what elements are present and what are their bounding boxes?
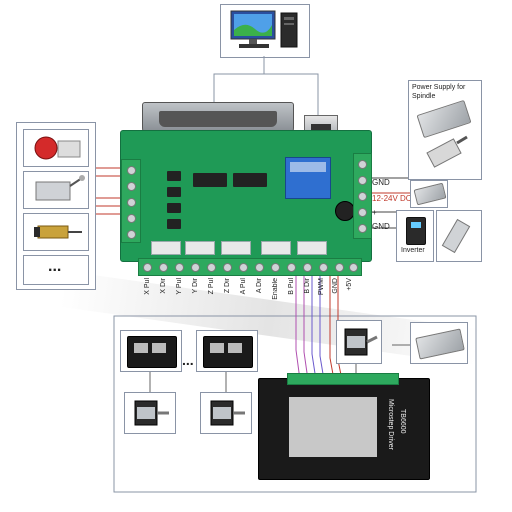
plus-label: + xyxy=(372,208,377,217)
limit-switch-icon xyxy=(35,175,85,201)
capacitor xyxy=(335,201,355,221)
driver-title: Microstep Driver xyxy=(387,399,394,450)
power-supply-box: Power Supply for Spindle xyxy=(408,80,482,180)
pin-label-x-dir: X Dir xyxy=(160,278,167,294)
header-connector xyxy=(151,241,181,255)
optocoupler xyxy=(167,171,181,181)
inverter-icon xyxy=(406,217,426,245)
pin-label-a-pul: A Pul xyxy=(240,278,247,295)
optocoupler xyxy=(167,203,181,213)
pin-label-5v: +5V xyxy=(346,278,353,291)
pin-label-a-dir: A Dir xyxy=(256,278,263,294)
driver-1-box xyxy=(120,330,182,372)
pin-label-pwm: PWM xyxy=(318,278,325,296)
emergency-stop-box xyxy=(23,129,89,167)
computer-icon xyxy=(230,10,298,48)
driver-spec-table xyxy=(289,397,377,457)
logic-ic xyxy=(193,173,227,187)
stepper-motor-2-icon xyxy=(210,400,245,426)
right-terminal-block xyxy=(353,153,372,239)
proximity-sensor-box xyxy=(23,213,89,251)
driver-psu-icon xyxy=(415,328,465,360)
driver-psu-box xyxy=(410,322,468,364)
pin-label-z-pul: Z Pul xyxy=(208,278,215,295)
pin-label-y-pul: Y Pul xyxy=(176,278,183,295)
emergency-stop-icon xyxy=(34,136,81,160)
more-inputs-box: ... xyxy=(23,255,89,285)
dc-psu-icon xyxy=(413,182,447,206)
drivers-ellipsis: ... xyxy=(182,352,194,368)
pin-label-b-dir: B Dir xyxy=(304,278,311,294)
driver-2-icon xyxy=(203,336,253,368)
dc-psu-box xyxy=(410,180,448,208)
stepper-motor-3-icon xyxy=(344,328,378,356)
stepper-motor-1-icon xyxy=(134,400,169,426)
spindle-box xyxy=(436,210,482,262)
gnd-top-label: GND xyxy=(372,178,390,187)
limit-switch-box xyxy=(23,171,89,209)
pin-label-enable: Enable xyxy=(272,278,279,300)
inverter-label: Inverter xyxy=(401,247,425,254)
inputs-panel: ... xyxy=(16,122,96,290)
spindle-icon xyxy=(441,218,471,254)
driver-terminal xyxy=(287,373,399,385)
optocoupler xyxy=(167,219,181,229)
driver-2-box xyxy=(196,330,258,372)
driver-1-icon xyxy=(127,336,177,368)
voltage-label: 12-24V DC xyxy=(372,194,412,203)
inverter-box: Inverter xyxy=(396,210,434,262)
spindle-motor-icon xyxy=(426,135,468,168)
header-connector xyxy=(261,241,291,255)
header-connector xyxy=(221,241,251,255)
driver-model: TB6600 xyxy=(399,409,406,434)
pin-label-z-dir: Z Dir xyxy=(224,278,231,294)
microstep-driver: Microstep Driver TB6600 xyxy=(258,373,430,480)
optocoupler xyxy=(167,187,181,197)
pin-label-x-pul: X Pul xyxy=(144,278,151,295)
pin-label-y-dir: Y Dir xyxy=(192,278,199,294)
motor-3-box xyxy=(336,320,382,364)
logic-ic xyxy=(233,173,267,187)
proximity-sensor-icon xyxy=(34,225,82,239)
motor-1-box xyxy=(124,392,176,434)
power-supply-label: Power Supply for Spindle xyxy=(412,84,466,100)
left-terminal-block xyxy=(121,159,141,243)
bottom-terminal-strip xyxy=(138,258,362,276)
computer-box xyxy=(220,4,310,58)
gnd-bottom-label: GND xyxy=(372,222,390,231)
breakout-board xyxy=(120,130,372,262)
pin-label-b-pul: B Pul xyxy=(288,278,295,295)
header-connector xyxy=(185,241,215,255)
header-connector xyxy=(297,241,327,255)
spindle-relay xyxy=(285,157,331,199)
motor-2-box xyxy=(200,392,252,434)
more-dots: ... xyxy=(48,258,62,275)
pin-label-gnd: GND xyxy=(332,278,339,294)
